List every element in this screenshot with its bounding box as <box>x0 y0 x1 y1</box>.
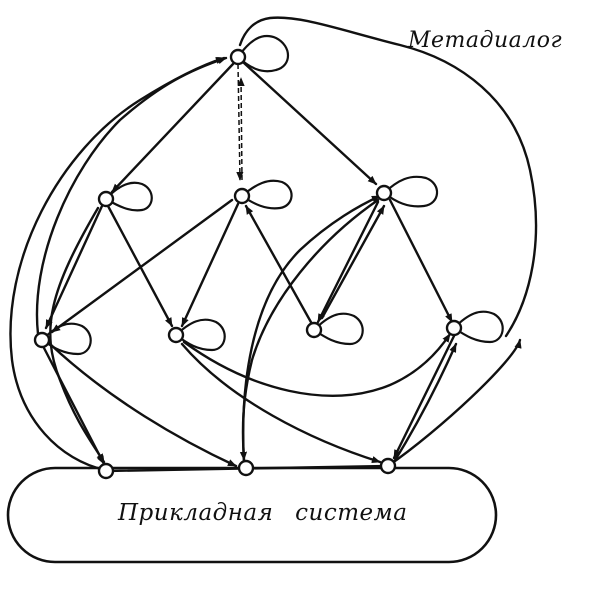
self-loop-l1 <box>105 181 153 212</box>
edge-r1-to-r2 <box>388 198 454 324</box>
edge-m1-to-l2 <box>50 198 234 334</box>
edges <box>9 16 538 473</box>
edge-m2-to-r2 <box>182 332 452 397</box>
node-m2 <box>167 326 185 344</box>
node-l2 <box>33 331 51 349</box>
metadialog-label: Метадиалог <box>408 28 563 53</box>
edge-c2-to-r1 <box>320 204 386 320</box>
edge-r2-to-top <box>238 16 538 338</box>
node-m1 <box>233 187 251 205</box>
edge-r1-to-b2 <box>239 198 380 462</box>
self-loop-r1 <box>383 175 439 208</box>
node-c2 <box>305 321 323 339</box>
edge-b3-to-top-outer <box>386 338 522 468</box>
self-loop-top <box>237 34 290 73</box>
node-b3 <box>379 457 397 475</box>
node-b1 <box>97 462 115 480</box>
edge-top-to-r1 <box>242 61 378 186</box>
self-loop-m2 <box>175 318 226 352</box>
edge-l1-to-l2 <box>44 204 104 330</box>
node-top <box>229 48 247 66</box>
self-loop-c2 <box>313 312 364 346</box>
edge-l2-to-b2 <box>48 342 238 468</box>
node-r2 <box>445 319 463 337</box>
edge-r1-to-c2 <box>316 200 380 324</box>
edge-b1-to-top <box>9 56 226 472</box>
edge-top-to-l1 <box>110 62 235 194</box>
edge-top-to-m1 <box>236 63 244 181</box>
edge-b3-to-r2 <box>392 342 458 464</box>
node-b2 <box>237 459 255 477</box>
edge-l1-to-b1 <box>49 206 106 464</box>
application-system-label: Прикладная система <box>118 500 408 526</box>
edge-c2-to-m1 <box>244 204 314 326</box>
nodes <box>33 48 463 480</box>
self-loop-r2 <box>453 310 504 344</box>
edge-m1-to-top <box>237 77 245 181</box>
self-loop-m1 <box>241 179 293 210</box>
edge-m2-to-b3 <box>180 342 382 464</box>
self-loops <box>41 34 504 356</box>
edge-m1-to-m2 <box>180 202 240 328</box>
edge-r2-to-b3 <box>392 334 456 460</box>
node-r1 <box>375 184 393 202</box>
node-l1 <box>97 190 115 208</box>
